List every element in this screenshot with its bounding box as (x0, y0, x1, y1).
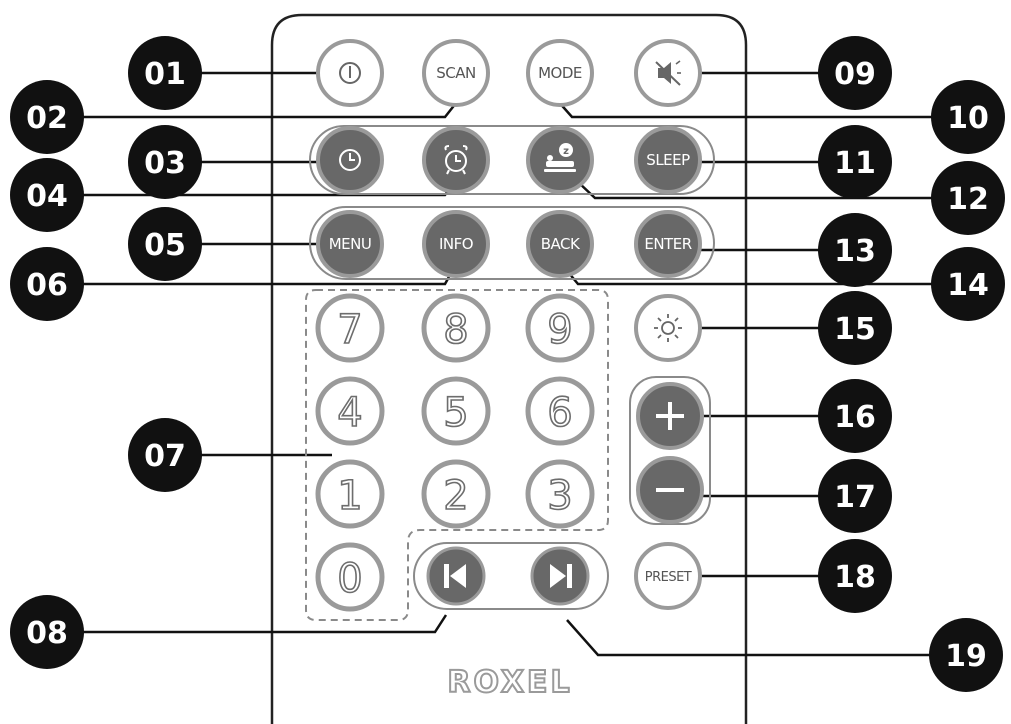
callout-number: 17 (834, 480, 876, 515)
digit-button-3[interactable]: 3 (525, 459, 595, 529)
callout-10: 10 (931, 80, 1005, 154)
power-button[interactable] (316, 39, 384, 107)
volume-up-button[interactable] (636, 382, 704, 450)
callout-number: 10 (947, 101, 989, 136)
digit-button-7[interactable]: 7 (315, 293, 385, 363)
callout-number: 08 (26, 616, 68, 651)
back-label: BACK (541, 235, 581, 253)
digit-label: 3 (547, 473, 572, 519)
enter-button[interactable]: ENTER (634, 210, 702, 278)
callout-number: 01 (144, 57, 186, 92)
digit-label: 7 (337, 307, 362, 353)
skip-next-icon (550, 564, 572, 588)
digit-button-2[interactable]: 2 (421, 459, 491, 529)
plus-icon (656, 402, 684, 430)
callout-number: 16 (834, 400, 876, 435)
callout-number: 14 (947, 268, 989, 303)
scan-button[interactable]: SCAN (422, 39, 490, 107)
next-button[interactable] (530, 546, 590, 606)
preset-button[interactable]: PRESET (634, 542, 702, 610)
callout-19: 19 (929, 618, 1003, 692)
digit-button-9[interactable]: 9 (525, 293, 595, 363)
menu-button[interactable]: MENU (316, 210, 384, 278)
digit-button-8[interactable]: 8 (421, 293, 491, 363)
brand-logo: ROXEL (447, 665, 572, 700)
callout-number: 05 (144, 228, 186, 263)
mute-speaker-icon (655, 60, 681, 86)
power-icon (339, 62, 361, 84)
callout-02: 02 (10, 80, 84, 154)
callout-number: 12 (947, 182, 989, 217)
brightness-button[interactable] (634, 294, 702, 362)
digit-label: 6 (547, 390, 572, 436)
digit-label: 0 (337, 556, 362, 602)
mode-label: MODE (538, 64, 582, 82)
digit-button-0[interactable]: 0 (315, 542, 385, 612)
svg-text:z: z (563, 146, 569, 157)
callout-11: 11 (818, 125, 892, 199)
callout-15: 15 (818, 291, 892, 365)
sleep-label: SLEEP (646, 151, 690, 169)
callout-number: 11 (834, 146, 876, 181)
callout-number: 04 (26, 179, 68, 214)
callout-09: 09 (818, 36, 892, 110)
info-button[interactable]: INFO (422, 210, 490, 278)
callout-14: 14 (931, 247, 1005, 321)
scan-label: SCAN (436, 64, 475, 82)
callout-06: 06 (10, 247, 84, 321)
alarm-button[interactable] (422, 126, 490, 194)
digit-button-1[interactable]: 1 (315, 459, 385, 529)
digit-button-5[interactable]: 5 (421, 376, 491, 446)
callout-number: 03 (144, 146, 186, 181)
sleep-button[interactable]: SLEEP (634, 126, 702, 194)
leader-lines (78, 71, 940, 657)
digit-button-4[interactable]: 4 (315, 376, 385, 446)
alarm-clock-icon (444, 145, 468, 175)
digit-button-6[interactable]: 6 (525, 376, 595, 446)
callout-05: 05 (128, 207, 202, 281)
digit-label: 1 (337, 473, 362, 519)
callout-number: 19 (945, 639, 987, 674)
callout-18: 18 (818, 539, 892, 613)
back-button[interactable]: BACK (526, 210, 594, 278)
callout-03: 03 (128, 125, 202, 199)
callout-number: 06 (26, 268, 68, 303)
callout-12: 12 (931, 161, 1005, 235)
callout-number: 15 (834, 312, 876, 347)
digit-label: 8 (443, 307, 468, 353)
digit-label: 2 (443, 473, 468, 519)
digit-label: 5 (443, 390, 468, 436)
callout-number: 18 (834, 560, 876, 595)
info-label: INFO (439, 235, 473, 253)
previous-button[interactable] (426, 546, 486, 606)
remote-outline (270, 13, 748, 724)
mute-button[interactable] (634, 39, 702, 107)
snooze-icon: z (544, 143, 576, 172)
menu-label: MENU (329, 235, 372, 253)
snooze-button[interactable]: z (526, 126, 594, 194)
digit-label: 9 (547, 307, 572, 353)
callout-number: 07 (144, 439, 186, 474)
callout-13: 13 (818, 213, 892, 287)
digit-label: 4 (337, 390, 362, 436)
callout-04: 04 (10, 158, 84, 232)
brightness-icon (654, 314, 682, 342)
clock-button[interactable] (316, 126, 384, 194)
callout-01: 01 (128, 36, 202, 110)
callout-number: 09 (834, 57, 876, 92)
skip-previous-icon (444, 564, 466, 588)
enter-label: ENTER (644, 235, 691, 253)
callout-07: 07 (128, 418, 202, 492)
button-group-outlines (305, 125, 715, 621)
callout-16: 16 (818, 379, 892, 453)
volume-down-button[interactable] (636, 456, 704, 524)
callout-number: 02 (26, 101, 68, 136)
callout-17: 17 (818, 459, 892, 533)
callout-number: 13 (834, 234, 876, 269)
mode-button[interactable]: MODE (526, 39, 594, 107)
callout-08: 08 (10, 595, 84, 669)
clock-icon (339, 149, 361, 171)
preset-label: PRESET (645, 570, 692, 585)
